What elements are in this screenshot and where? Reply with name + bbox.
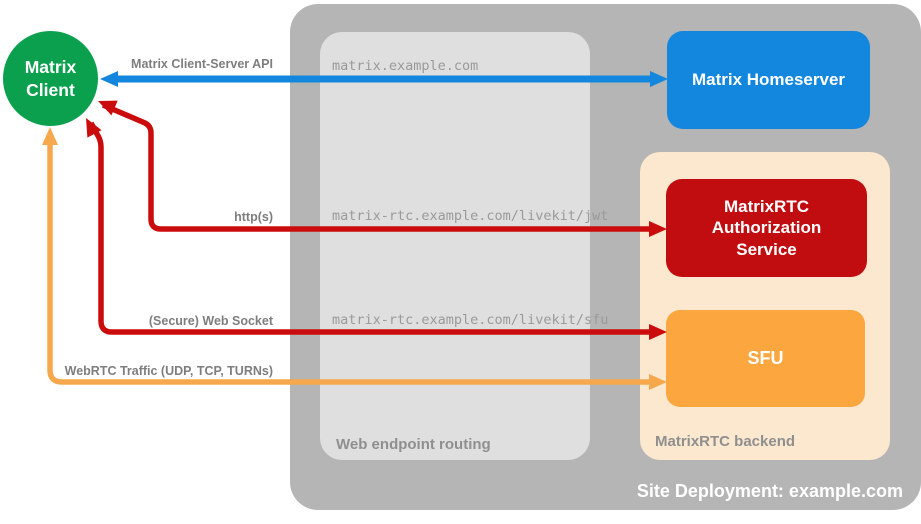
web-endpoint-routing-box: Web endpoint routing xyxy=(320,32,590,460)
arrowhead-left-icon xyxy=(100,71,118,87)
endpoint-matrix-example-com: matrix.example.com xyxy=(332,58,479,74)
endpoint-livekit-sfu: matrix-rtc.example.com/livekit/sfu xyxy=(332,312,609,328)
arrowhead-client-icon xyxy=(98,100,118,116)
client-server-api-label: Matrix Client-Server API xyxy=(131,57,273,71)
matrixrtc-backend-label: MatrixRTC backend xyxy=(655,433,796,450)
matrixrtc-authorization-service-node: MatrixRTC Authorization Service xyxy=(666,179,867,277)
matrix-homeserver-node: Matrix Homeserver xyxy=(667,31,870,129)
endpoint-livekit-jwt: matrix-rtc.example.com/livekit/jwt xyxy=(332,208,609,224)
web-socket-label: (Secure) Web Socket xyxy=(148,314,273,328)
sfu-node: SFU xyxy=(666,310,865,407)
arrowhead-client-icon xyxy=(86,118,102,138)
arrowhead-client-icon xyxy=(42,127,58,145)
site-deployment-label: Site Deployment: example.com xyxy=(636,481,903,501)
matrix-client-node: Matrix Client xyxy=(3,31,98,126)
web-endpoint-routing-label: Web endpoint routing xyxy=(336,436,491,453)
https-label: http(s) xyxy=(234,210,273,224)
webrtc-traffic-label: WebRTC Traffic (UDP, TCP, TURNs) xyxy=(64,364,273,378)
